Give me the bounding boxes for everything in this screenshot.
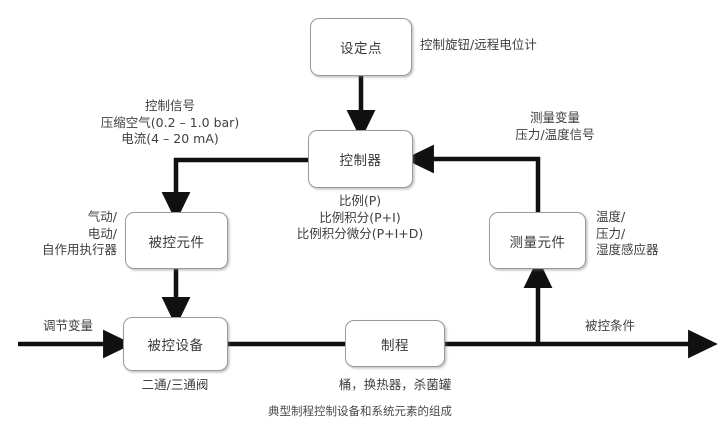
label-controller-modes: 比例(P) 比例积分(P+I) 比例积分微分(P+I+D) <box>296 193 424 241</box>
node-measuring-element-label: 测量元件 <box>509 234 566 251</box>
label-valve-note: 二通/三通阀 <box>141 377 209 392</box>
label-measured-variable: 测量变量 压力/温度信号 <box>515 110 595 142</box>
node-controller[interactable]: 控制器 <box>308 130 413 188</box>
node-controlled-element[interactable]: 被控元件 <box>125 212 228 269</box>
wire-measuring-element-to-controller <box>404 144 541 212</box>
wire-controller-to-controlled-element <box>161 157 310 222</box>
label-process-note: 桶，换热器，杀菌罐 <box>338 377 452 392</box>
diagram-caption: 典型制程控制设备和系统元素的组成 <box>268 404 452 418</box>
label-actuator-note: 气动/ 电动/ 自作用执行器 <box>41 209 117 257</box>
node-process[interactable]: 制程 <box>345 320 445 367</box>
node-process-label: 制程 <box>381 337 409 354</box>
label-control-signal: 控制信号 压缩空气(0.2 – 1.0 bar) 电流(4 – 20 mA) <box>100 98 240 146</box>
node-setpoint[interactable]: 设定点 <box>310 18 412 76</box>
node-controlled-element-label: 被控元件 <box>148 234 205 251</box>
label-sensor-note: 温度/ 压力/ 湿度感应器 <box>596 209 659 257</box>
label-setpoint-note: 控制旋钮/远程电位计 <box>420 37 537 52</box>
label-manipulated-variable: 调节变量 <box>42 318 93 333</box>
node-setpoint-label: 设定点 <box>340 41 382 57</box>
node-controlled-device-label: 被控设备 <box>147 338 204 354</box>
label-controlled-condition: 被控条件 <box>584 318 635 333</box>
node-controller-label: 控制器 <box>339 153 382 169</box>
node-measuring-element[interactable]: 测量元件 <box>489 212 586 269</box>
node-controlled-device[interactable]: 被控设备 <box>123 317 228 371</box>
